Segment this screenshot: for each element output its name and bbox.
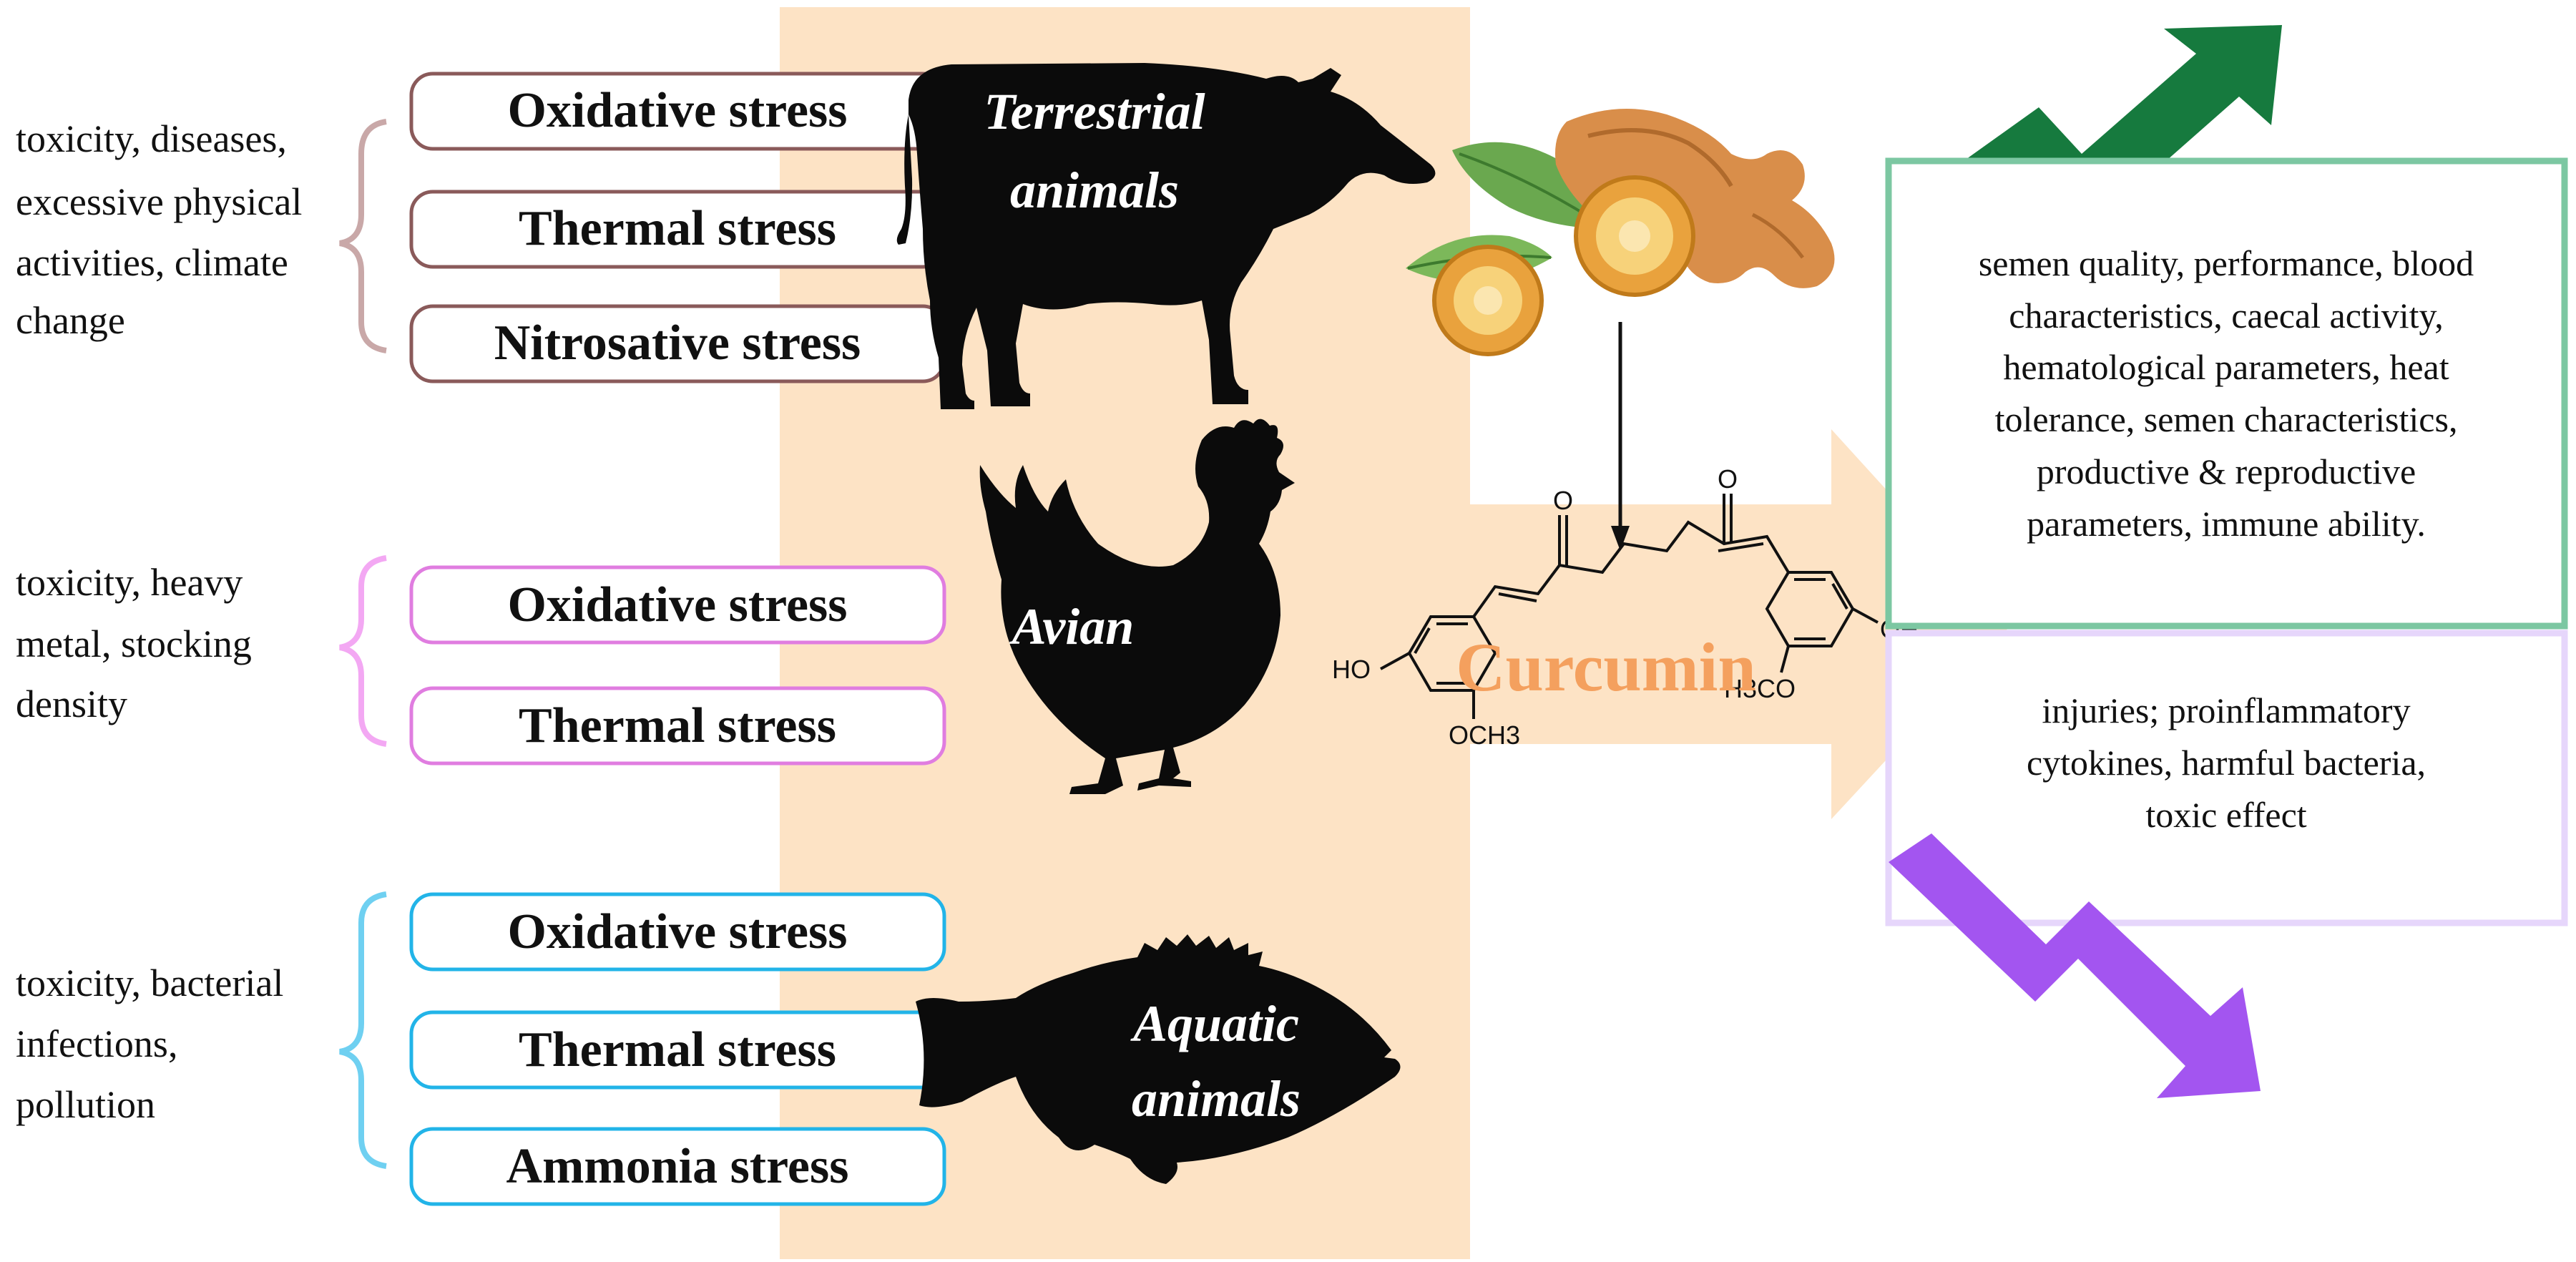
animal-label: animals	[1132, 1070, 1301, 1128]
stress-label: Oxidative stress	[507, 83, 847, 138]
curcumin-arrow	[1470, 429, 2010, 819]
carbonyl-o-left: O	[1553, 486, 1573, 515]
stress-label: Ammonia stress	[506, 1139, 849, 1194]
stress-label: Thermal stress	[519, 698, 836, 753]
stress-label: Nitrosative stress	[494, 316, 861, 371]
aquatic-stress-boxes: Oxidative stress Thermal stress Ammonia …	[409, 892, 946, 1206]
decrease-effects: injuries; proinflammatory cytokines, har…	[2027, 690, 2426, 835]
cow-silhouette-icon	[896, 63, 1436, 409]
methoxy-right-label: H3CO	[1724, 674, 1796, 703]
cause-line: change	[16, 299, 125, 342]
aquatic-bracket	[339, 891, 387, 1169]
stress-label: Thermal stress	[519, 201, 836, 256]
effect-line: toxic effect	[2145, 795, 2306, 835]
effect-line: injuries; proinflammatory	[2042, 690, 2410, 730]
avian-stress-boxes: Oxidative stress Thermal stress	[409, 565, 946, 765]
effect-line: hematological parameters, heat	[2003, 347, 2449, 387]
stress-box	[409, 1127, 946, 1206]
curcumin-structure	[1380, 494, 1879, 719]
effect-line: cytokines, harmful bacteria,	[2027, 743, 2426, 783]
animal-label: animals	[1010, 162, 1179, 219]
carbonyl-o-right: O	[1718, 464, 1738, 494]
turmeric-icon	[1406, 109, 1835, 356]
stress-box	[409, 892, 946, 972]
animal-label: Avian	[1009, 598, 1135, 655]
methoxy-left-label: OCH3	[1449, 720, 1520, 750]
cause-line: pollution	[16, 1083, 155, 1126]
avian-causes: toxicity, heavy metal, stocking density	[16, 561, 252, 725]
cause-line: toxicity, bacterial	[16, 962, 283, 1004]
animal-label: Aquatic	[1130, 995, 1299, 1052]
cause-line: toxicity, heavy	[16, 561, 243, 604]
chicken-silhouette-icon	[979, 419, 1295, 794]
fish-silhouette-icon	[916, 934, 1401, 1184]
cause-line: toxicity, diseases,	[16, 117, 287, 160]
cause-line: density	[16, 683, 127, 725]
terrestrial-causes: toxicity, diseases, excessive physical a…	[16, 117, 302, 342]
compound-name: Curcumin	[1456, 629, 1756, 705]
cause-line: activities, climate	[16, 241, 288, 284]
cause-line: infections,	[16, 1022, 177, 1065]
effect-line: characteristics, caecal activity,	[2009, 295, 2444, 336]
effect-line: productive & reproductive	[2037, 451, 2416, 491]
increase-box	[1885, 157, 2568, 630]
cause-line: excessive physical	[16, 180, 302, 223]
stress-box	[409, 565, 946, 645]
terrestrial-bracket	[339, 119, 387, 353]
terrestrial-stress-boxes: Oxidative stress Thermal stress Nitrosat…	[409, 72, 946, 383]
effect-line: tolerance, semen characteristics,	[1995, 399, 2458, 439]
stress-label: Thermal stress	[519, 1022, 836, 1077]
source-to-compound-arrow	[1611, 322, 1630, 551]
decrease-box	[1885, 630, 2568, 926]
cause-line: metal, stocking	[16, 622, 252, 665]
avian-bracket	[339, 555, 387, 747]
down-trend-arrow-icon	[1889, 833, 2261, 1098]
increase-effects: semen quality, performance, blood charac…	[1979, 243, 2474, 544]
animal-label: Terrestrial	[984, 83, 1205, 140]
effect-line: parameters, immune ability.	[2027, 504, 2426, 544]
stress-label: Oxidative stress	[507, 904, 847, 959]
aquatic-causes: toxicity, bacterial infections, pollutio…	[16, 962, 283, 1126]
stress-box	[409, 686, 946, 765]
hydroxyl-left-label: HO	[1332, 655, 1371, 684]
stress-label: Oxidative stress	[507, 577, 847, 632]
effect-line: semen quality, performance, blood	[1979, 243, 2474, 283]
